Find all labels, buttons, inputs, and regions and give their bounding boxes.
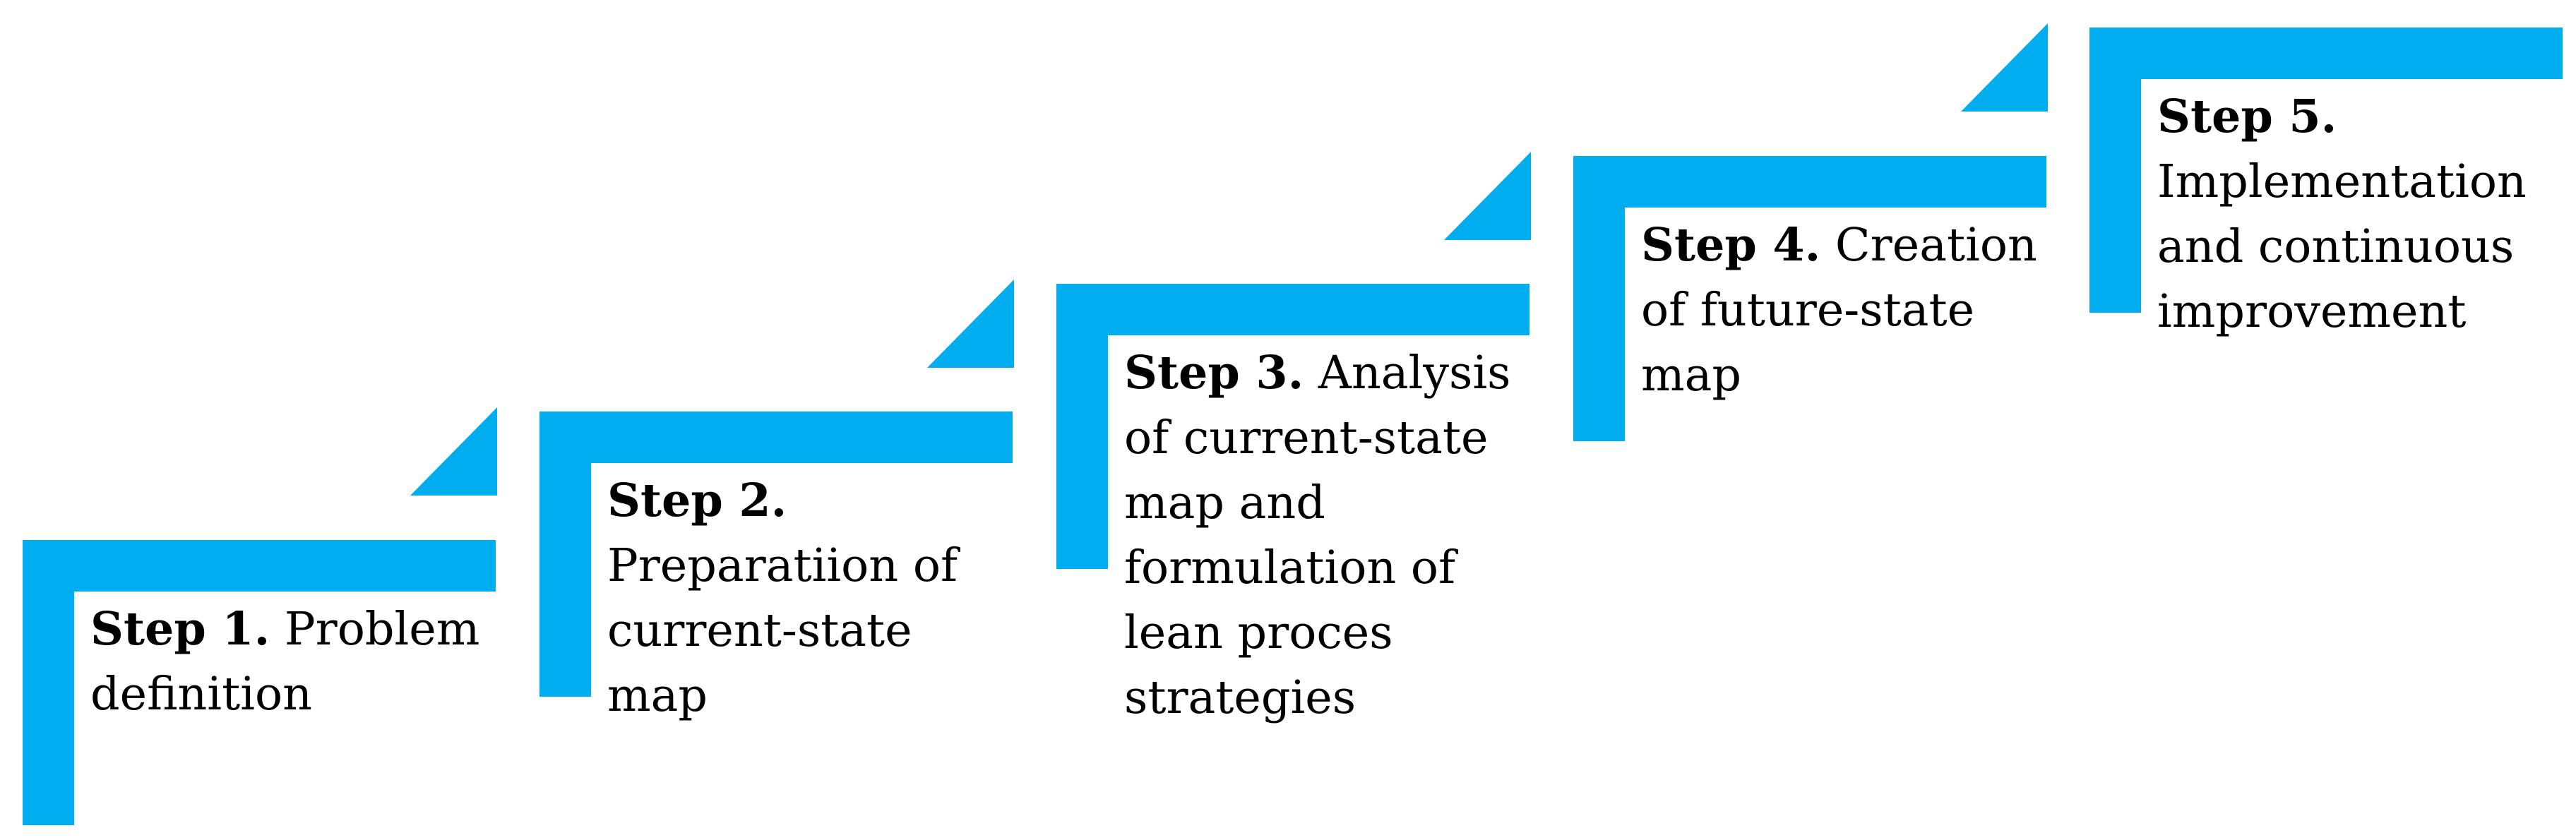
step-4-horizontal-bar: [1573, 156, 2046, 208]
step-5-number: Step 5.: [2157, 90, 2337, 143]
step-4-number: Step 4.: [1641, 218, 1821, 272]
step-4-description: Creation of future-state map: [1641, 219, 2037, 402]
step-5-label: Step 5. Implementation and continuous im…: [2157, 84, 2527, 344]
step-arrow-triangle-icon: [410, 407, 497, 496]
step-1-number: Step 1.: [90, 602, 270, 656]
step-5-description: Implementation and continuous improvemen…: [2157, 155, 2527, 338]
step-1-horizontal-bar: [23, 540, 496, 592]
step-1-description: Problem definition: [90, 603, 480, 721]
step-3-horizontal-bar: [1056, 284, 1530, 335]
step-2-horizontal-bar: [539, 412, 1013, 463]
step-2-description: Preparatiion of current-state map: [607, 539, 958, 722]
step-3-description: Analysis of current-state map and formul…: [1124, 347, 1511, 724]
step-2-label: Step 2. Preparatiion of current-state ma…: [607, 468, 958, 728]
step-5-horizontal-bar: [2089, 28, 2563, 79]
step-arrow-triangle-icon: [927, 280, 1014, 368]
step-3-number: Step 3.: [1124, 346, 1304, 400]
step-1-label: Step 1. Problem definition: [90, 596, 479, 727]
step-3-label: Step 3. Analysis of current-state map an…: [1124, 340, 1511, 731]
step-arrow-triangle-icon: [1961, 23, 2048, 112]
step-2-number: Step 2.: [607, 474, 787, 527]
step-arrow-triangle-icon: [1444, 152, 1531, 240]
step-4-label: Step 4. Creation of future-state map: [1641, 212, 2037, 408]
